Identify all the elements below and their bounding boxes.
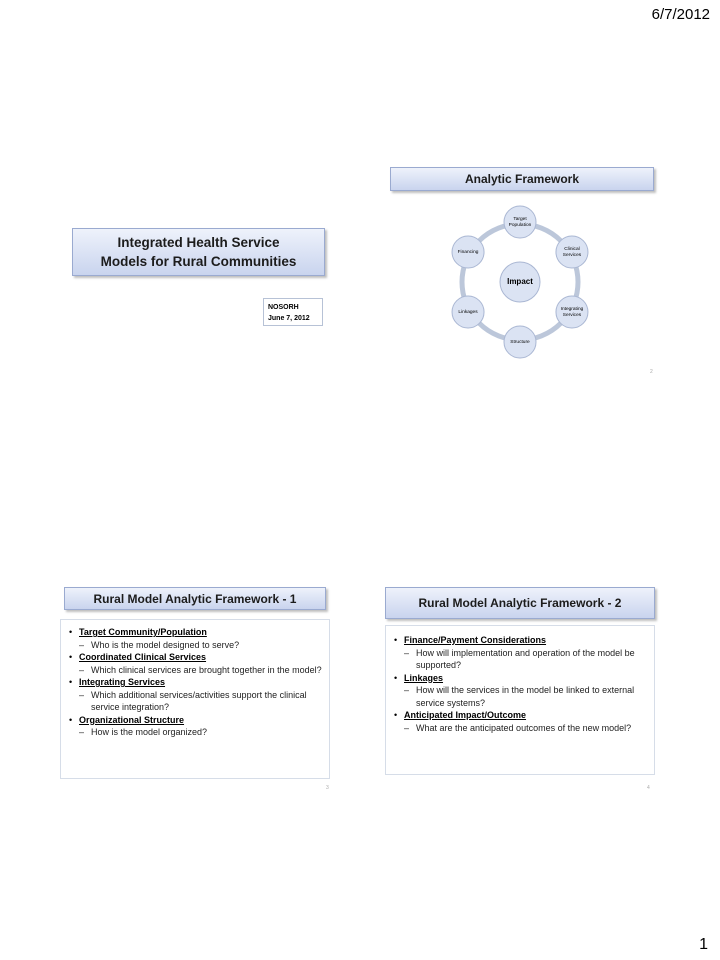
slide-1-info-box: NOSORH June 7, 2012 xyxy=(263,298,323,326)
sub-bullet-item: Who is the model designed to serve? xyxy=(67,639,323,652)
cycle-node-4-label: Linkages xyxy=(458,309,478,315)
slide-number: 4 xyxy=(647,785,650,791)
bullet-label: Linkages xyxy=(404,672,444,683)
sub-bullet-item: Which clinical services are brought toge… xyxy=(67,664,323,677)
sub-bullet-item: How will the services in the model be li… xyxy=(392,684,648,709)
page-date: 6/7/2012 xyxy=(651,6,710,23)
cycle-node-3-label: Structure xyxy=(510,339,530,345)
sub-bullet-item: How is the model organized? xyxy=(67,726,323,739)
cycle-node-4: Linkages xyxy=(451,295,485,329)
slide-number: 2 xyxy=(650,369,653,375)
slide-3-content: Target Community/PopulationWho is the mo… xyxy=(60,619,330,779)
cycle-node-2-circle xyxy=(555,295,589,329)
bullet-label: Anticipated Impact/Outcome xyxy=(404,710,527,720)
slide-4: Rural Model Analytic Framework - 2 Finan… xyxy=(385,585,685,810)
sub-bullet-item: What are the anticipated outcomes of the… xyxy=(392,722,648,735)
bullet-item: Target Community/Population xyxy=(67,626,323,639)
bullet-label: Finance/Payment Considerations xyxy=(404,635,547,645)
presentation-date: June 7, 2012 xyxy=(268,315,310,322)
cycle-center-node-label: Impact xyxy=(507,277,533,286)
bullet-item: Anticipated Impact/Outcome xyxy=(392,709,648,722)
bullet-item: Integrating Services xyxy=(67,676,323,689)
cycle-node-0-circle xyxy=(503,205,537,239)
cycle-center-node: Impact xyxy=(499,261,541,303)
bullet-item: Coordinated Clinical Services xyxy=(67,651,323,664)
organization-name: NOSORH xyxy=(268,304,299,311)
cycle-node-5-circle xyxy=(451,235,485,269)
bullet-label: Target Community/Population xyxy=(79,627,207,637)
slide-number: 3 xyxy=(326,785,329,791)
bullet-item: Finance/Payment Considerations xyxy=(392,634,648,647)
slide-3: Rural Model Analytic Framework - 1 Targe… xyxy=(60,585,360,810)
cycle-center-node-circle xyxy=(499,261,541,303)
slide-2-title: Analytic Framework xyxy=(390,167,654,191)
sub-bullet-item: Which additional services/activities sup… xyxy=(67,689,323,714)
slide-1: Integrated Health Service Models for Rur… xyxy=(60,170,360,395)
slide-3-title: Rural Model Analytic Framework - 1 xyxy=(64,587,326,610)
bullet-item: Linkages xyxy=(392,672,648,685)
cycle-node-3-circle xyxy=(503,325,537,359)
cycle-node-1-circle xyxy=(555,235,589,269)
sub-bullet-item: How will implementation and operation of… xyxy=(392,647,648,672)
bullet-label: Organizational Structure xyxy=(79,714,185,725)
slide-4-content: Finance/Payment ConsiderationsHow will i… xyxy=(385,625,655,775)
cycle-node-5: Financing xyxy=(451,235,485,269)
slide-1-title: Integrated Health Service Models for Rur… xyxy=(72,228,325,276)
slide-4-title: Rural Model Analytic Framework - 2 xyxy=(385,587,655,619)
bullet-item: Organizational Structure xyxy=(67,714,323,727)
bullet-label: Integrating Services xyxy=(79,677,166,687)
cycle-node-4-circle xyxy=(451,295,485,329)
slide-4-bullet-list: Finance/Payment ConsiderationsHow will i… xyxy=(392,634,648,734)
cycle-node-5-label: Financing xyxy=(458,249,479,255)
slide-3-bullet-list: Target Community/PopulationWho is the mo… xyxy=(67,626,323,739)
bullet-label: Coordinated Clinical Services xyxy=(79,652,207,662)
page-number: 1 xyxy=(699,936,708,953)
cycle-node-3: Structure xyxy=(503,325,537,359)
